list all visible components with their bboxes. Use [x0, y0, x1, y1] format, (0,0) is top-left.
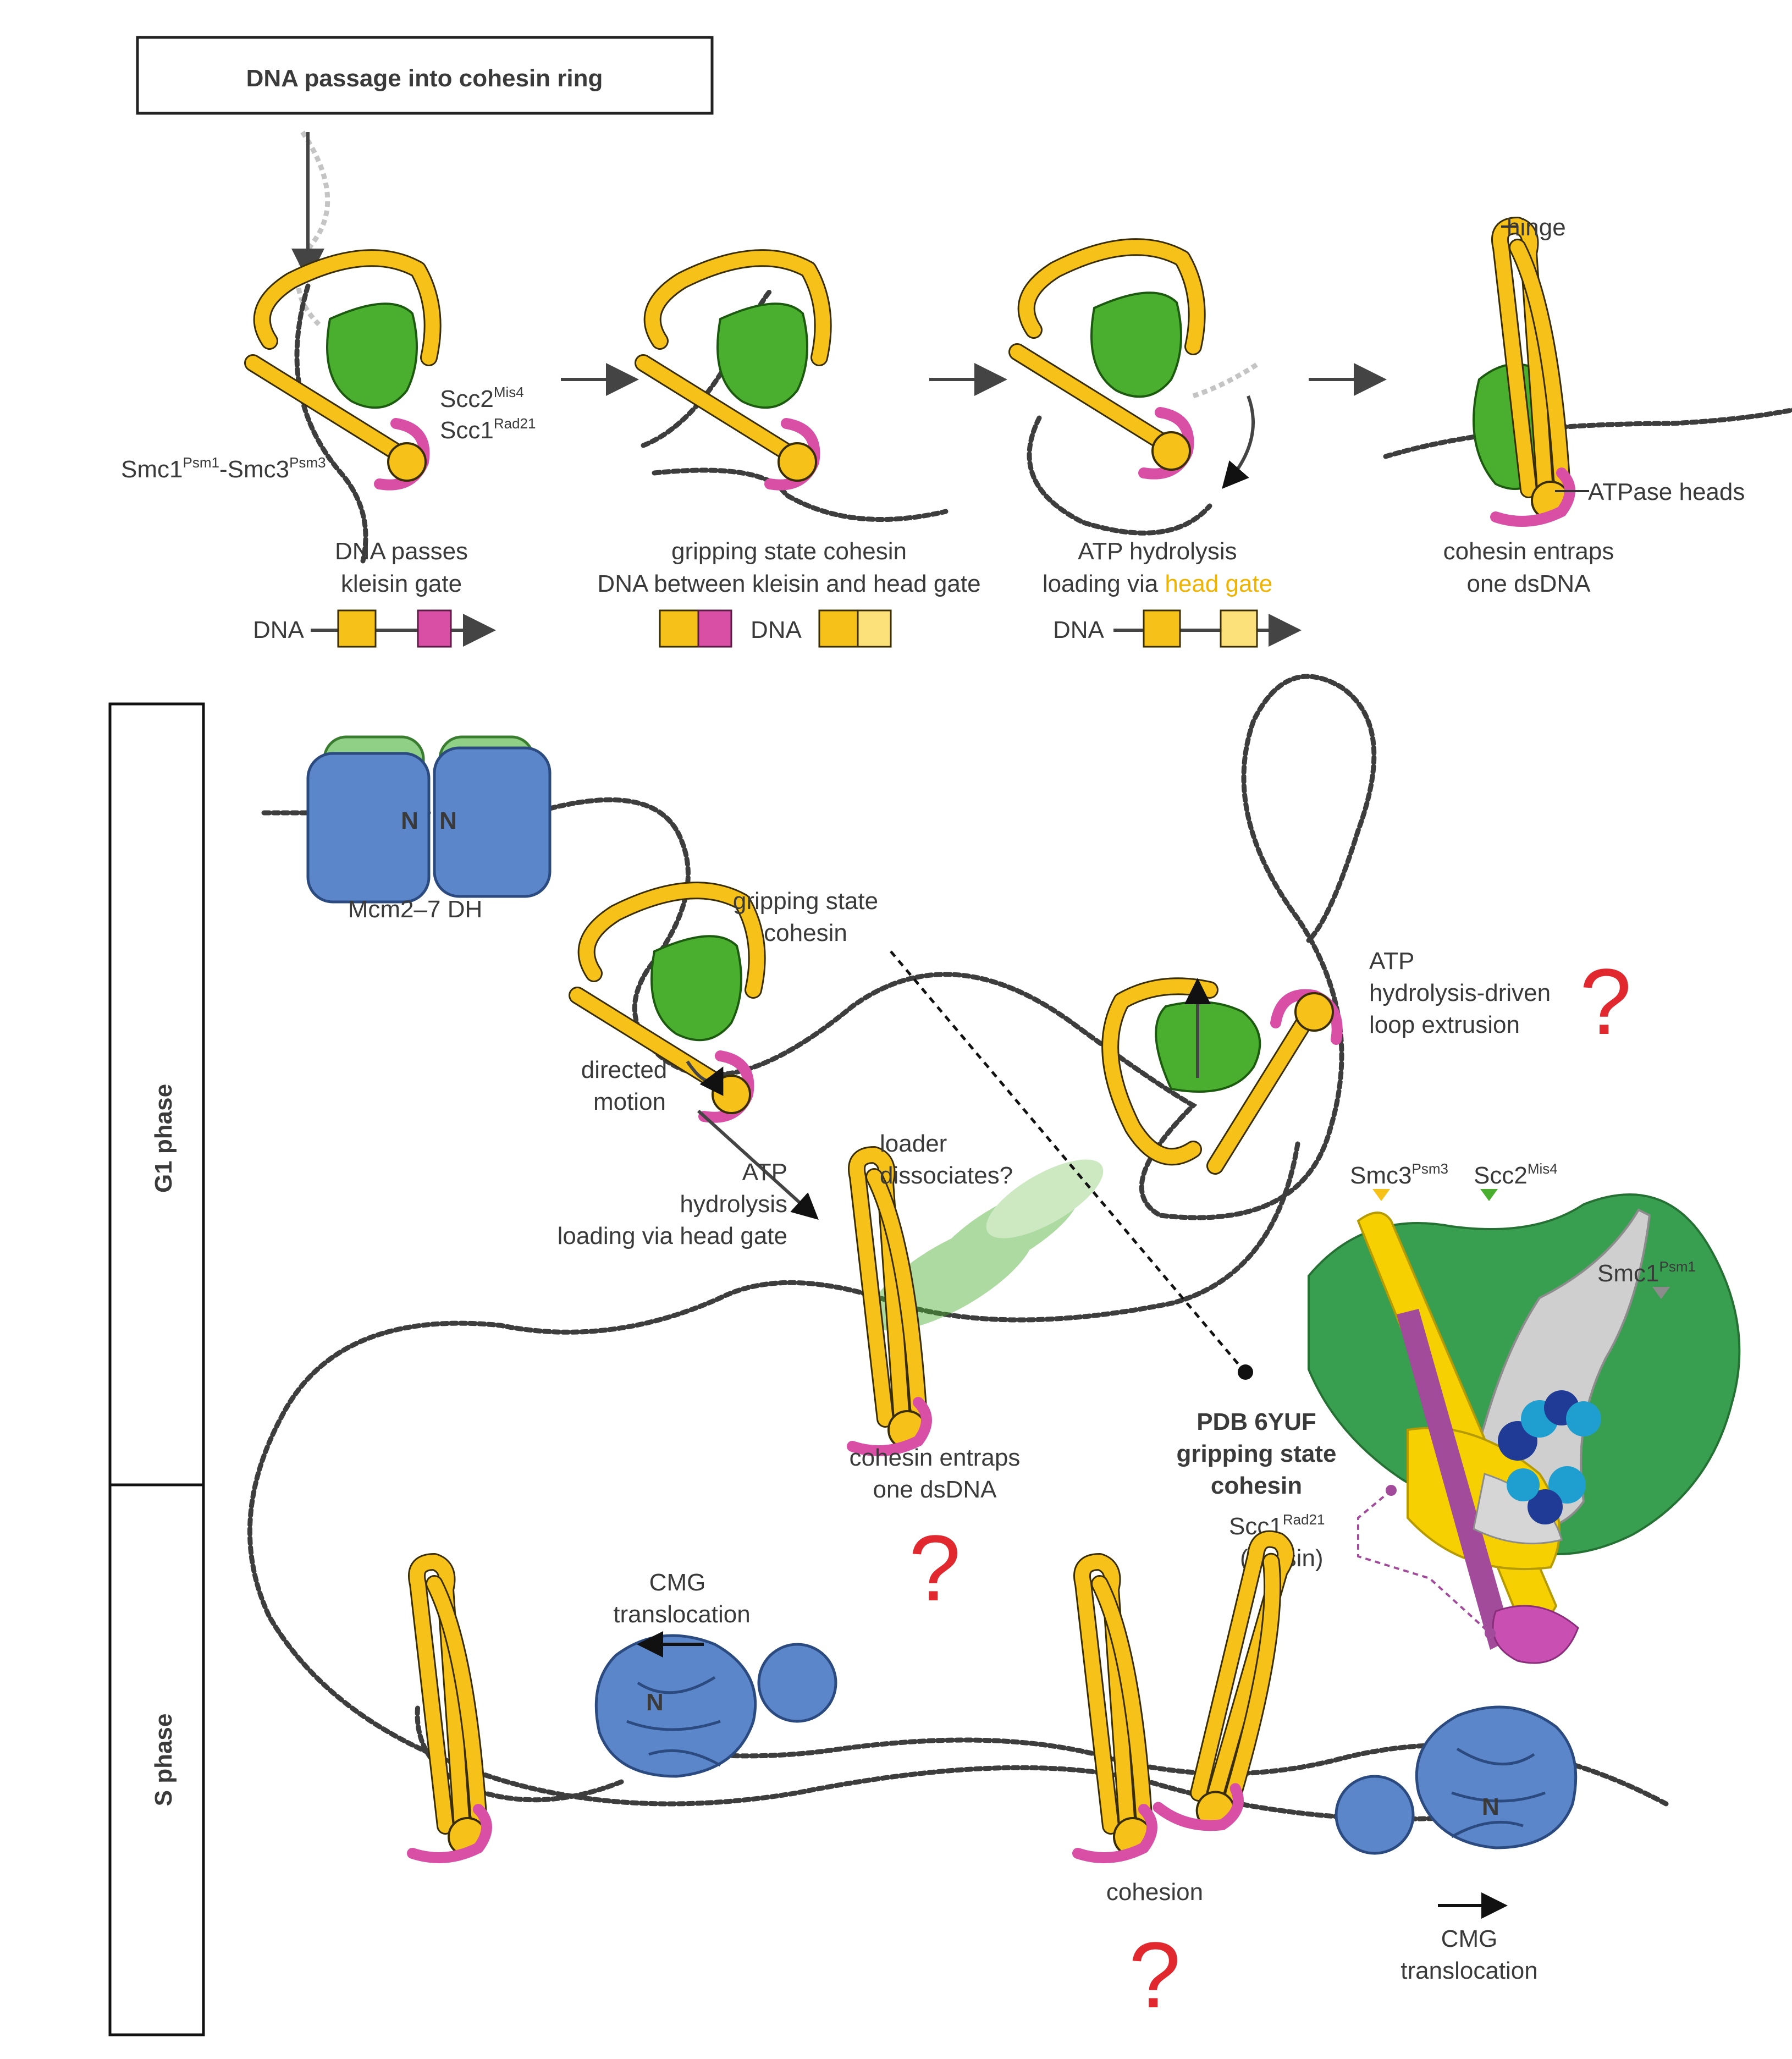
label-struct-smc3: Smc3Psm3 [1350, 1160, 1448, 1189]
label-translocation-left: translocation [613, 1601, 750, 1628]
label-cmg-left: CMG [649, 1569, 706, 1596]
label-scc1: Scc1Rad21 [440, 415, 536, 444]
dna-strand [294, 283, 368, 564]
label-struct-scc2: Scc2Mis4 [1474, 1160, 1558, 1189]
label-loader-2: dissociates? [880, 1162, 1013, 1189]
marker-scc2-icon [1480, 1189, 1498, 1201]
question-loop: ? [1580, 950, 1632, 1054]
label-loader-1: loader [880, 1130, 947, 1157]
label-mcm: Mcm2–7 DH [348, 896, 483, 923]
step2-line2: DNA between kleisin and head gate [597, 570, 980, 597]
step4-line2: one dsDNA [1466, 570, 1591, 597]
cmg-left [596, 1636, 837, 1776]
rotation-arrow [1222, 395, 1255, 489]
step3-line2: loading via head gate [1043, 570, 1272, 597]
label-atpase-heads: ATPase heads [1588, 478, 1745, 505]
step2-line1: gripping state cohesin [671, 538, 907, 565]
label-cmg-right: CMG [1441, 1925, 1498, 1952]
schematic-3: DNA [1053, 609, 1302, 648]
directed-motion-arrow [686, 1060, 724, 1096]
cryoem-structure [1308, 1193, 1741, 1664]
label-gripping-2: cohesin [764, 920, 847, 946]
s-phase-label: S phase [150, 1714, 177, 1807]
kleisin-pointer [1357, 1489, 1491, 1634]
label-hinge: hinge [1507, 214, 1566, 241]
step4-line1: cohesin entraps [1443, 538, 1614, 565]
cohesin-step-4 [1383, 225, 1792, 521]
cohesin-step-1 [253, 258, 433, 564]
question-entraps: ? [909, 1516, 961, 1621]
cohesin-step-2 [643, 258, 949, 522]
dna-strand [1383, 408, 1792, 459]
label-directed-1: directed [581, 1056, 668, 1083]
label-pdb-3: cohesin [1211, 1472, 1302, 1499]
step1-line2: kleisin gate [341, 570, 462, 597]
dna-strand [1027, 415, 1212, 536]
cmg-left-n: N [646, 1689, 664, 1716]
label-directed-2: motion [593, 1088, 666, 1115]
label-pdb-2: gripping state [1177, 1440, 1337, 1467]
marker-smc3-icon [1372, 1189, 1390, 1201]
label-loop-2: hydrolysis-driven [1369, 979, 1551, 1006]
cohesion-cohesin-1 [1078, 1562, 1152, 1858]
mcm2-7-double-hexamer [308, 737, 550, 902]
g1-entrapping-cohesin [852, 1155, 927, 1451]
label-scc2: Scc2Mis4 [440, 384, 524, 412]
label-entraps-1: cohesin entraps [850, 1444, 1021, 1471]
s-phase-bar [108, 1483, 205, 2036]
cmg-right-n: N [1482, 1793, 1499, 1820]
label-loop-1: ATP [1369, 948, 1414, 975]
cmg-right [1335, 1707, 1576, 1855]
svg-text:DNA: DNA [1053, 616, 1105, 643]
schematic-1: DNA [253, 609, 496, 648]
pdb-pointer-line [890, 950, 1244, 1370]
pdb-pointer-dot [1238, 1364, 1253, 1380]
label-loop-3: loop extrusion [1369, 1011, 1520, 1038]
question-cohesion: ? [1129, 1923, 1181, 2028]
label-atp-1: ATP [742, 1159, 787, 1186]
label-atp-3: loading via head gate [558, 1223, 787, 1249]
label-gripping-1: gripping state [733, 888, 878, 915]
mcm-n-left: N [401, 807, 418, 834]
cohesin-step-3 [1017, 247, 1261, 536]
label-translocation-right: translocation [1400, 1957, 1537, 1984]
label-smc1-smc3: Smc1Psm1-Smc3Psm3 [121, 454, 326, 483]
g1-phase-bar [108, 702, 205, 1487]
svg-text:DNA: DNA [253, 616, 305, 643]
header-box [136, 36, 714, 115]
schematic-2: DNA [659, 609, 892, 648]
g1-phase-label: G1 phase [150, 1084, 177, 1193]
label-pdb-1: PDB 6YUF [1196, 1408, 1316, 1435]
label-entraps-2: one dsDNA [873, 1476, 997, 1503]
s-phase-cohesin-left [412, 1562, 487, 1858]
step1-line1: DNA passes [335, 538, 468, 565]
label-cohesion: cohesion [1106, 1879, 1203, 1906]
label-struct-smc1: Smc1Psm1 [1597, 1258, 1696, 1287]
header-title: DNA passage into cohesin ring [246, 65, 603, 92]
marker-smc1-icon [1652, 1287, 1670, 1299]
mcm-n-right: N [439, 807, 457, 834]
label-atp-2: hydrolysis [680, 1191, 787, 1218]
step3-line1: ATP hydrolysis [1078, 538, 1237, 565]
incoming-dna-strand [295, 130, 330, 327]
atp-hydrolysis-arrow [697, 1109, 819, 1220]
svg-text:DNA: DNA [751, 616, 802, 643]
